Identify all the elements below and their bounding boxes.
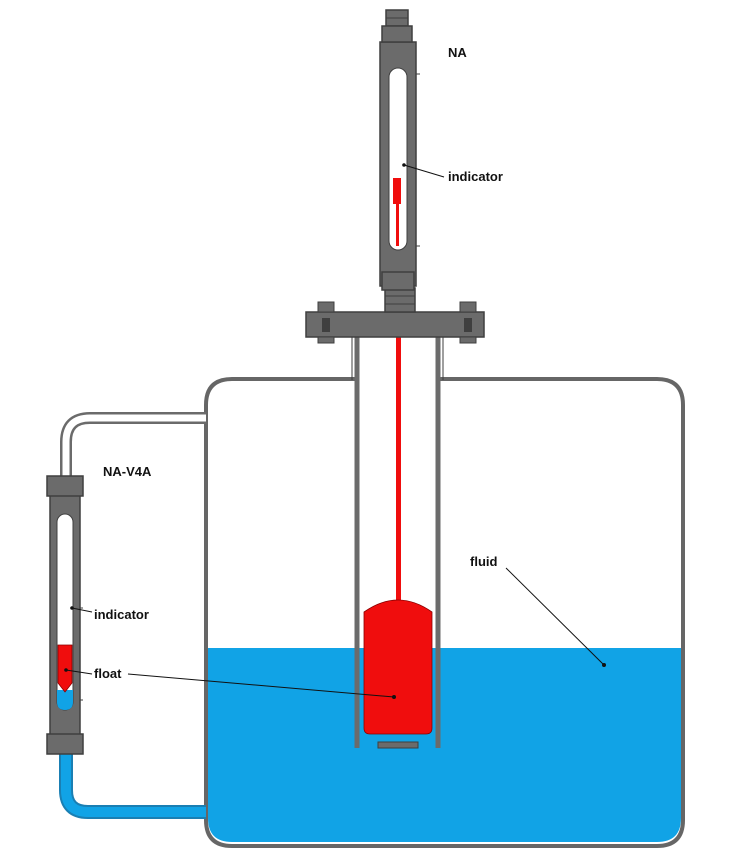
float-assembly (363, 322, 433, 735)
tank-wall (204, 377, 685, 848)
fluid-body (208, 648, 681, 842)
tank (204, 377, 685, 848)
float-rod (396, 322, 401, 602)
label-fluid: fluid (470, 554, 497, 569)
top-gauge-window (388, 67, 408, 251)
label-na: NA (448, 45, 467, 60)
leader-indicator-top (403, 164, 445, 178)
annotations: NA indicator NA-V4A indicator float flui… (64, 45, 606, 699)
top-flange (305, 287, 485, 344)
label-float: float (94, 666, 122, 681)
flange-bolt (317, 336, 335, 344)
float-body (363, 599, 433, 735)
label-na-v4a: NA-V4A (103, 464, 152, 479)
top-indicator-magnet (393, 178, 401, 204)
standpipe-bottom-stop (377, 741, 419, 749)
label-indicator-top: indicator (448, 169, 503, 184)
bypass-lower-pipe (59, 745, 206, 819)
flange-bolt (459, 301, 477, 313)
standpipe (351, 329, 444, 749)
leader-fluid (505, 567, 605, 666)
bypass-gauge (46, 412, 206, 819)
label-indicator-left: indicator (94, 607, 149, 622)
flange-bolt (317, 301, 335, 313)
flange-bolt (459, 336, 477, 344)
leader-float (127, 673, 395, 698)
leader-indicator-left (71, 607, 93, 613)
bypass-float-indicator (57, 644, 73, 693)
top-gauge (379, 9, 420, 291)
